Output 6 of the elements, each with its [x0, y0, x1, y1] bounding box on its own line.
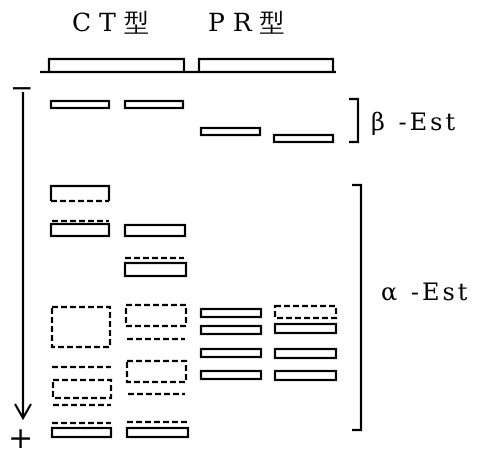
lane-group-label: CT型 — [72, 10, 157, 35]
polarity-sign: − — [10, 74, 34, 102]
polarity-sign: + — [8, 424, 34, 454]
zone-label: α -Est — [381, 280, 470, 304]
zone-label: β -Est — [371, 110, 458, 134]
lane-group-label: PR型 — [208, 10, 293, 35]
